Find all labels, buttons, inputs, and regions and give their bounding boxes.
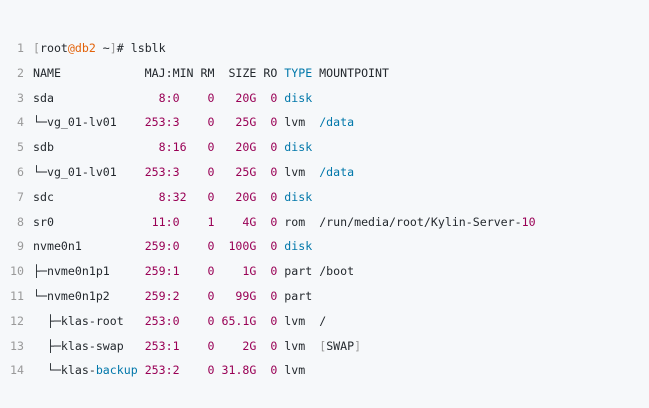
code-token: MOUNTPOINT xyxy=(312,65,389,80)
code-text: sr0 11:0 1 4G 0 rom /run/media/root/Kyli… xyxy=(33,215,536,229)
code-token: /data xyxy=(319,115,355,130)
code-token: ├─klas-root xyxy=(33,313,145,328)
code-line: 6 └─vg_01-lv01 253:3 0 25G 0 lvm /data xyxy=(0,160,649,185)
code-token: disk xyxy=(284,90,313,105)
line-number: 9 xyxy=(17,239,24,254)
code-token: rom /run/media/root/Kylin-Server- xyxy=(277,214,522,229)
code-token: 11:0 1 4G 0 xyxy=(144,214,278,229)
code-line: 14 └─klas-backup 253:2 0 31.8G 0 lvm xyxy=(0,358,649,383)
code-line: 8 sr0 11:0 1 4G 0 rom /run/media/root/Kyl… xyxy=(0,210,649,235)
code-token: lvm xyxy=(277,363,306,378)
code-token: sdb xyxy=(33,140,145,155)
code-token: └─klas- xyxy=(33,363,96,378)
code-token: 8:0 0 20G 0 xyxy=(144,90,278,105)
code-token: └─vg_01-lv01 xyxy=(33,164,145,179)
code-token: └─nvme0n1p2 xyxy=(33,288,145,303)
code-text: └─klas-backup 253:2 0 31.8G 0 lvm xyxy=(33,363,305,377)
code-token: sda xyxy=(33,90,145,105)
code-token: 253:3 0 25G 0 xyxy=(144,164,278,179)
line-number: 1 xyxy=(17,41,24,55)
code-token: lvm / xyxy=(277,313,327,328)
line-number: 10 xyxy=(10,264,24,279)
code-text: ├─klas-root 253:0 0 65.1G 0 lvm / xyxy=(33,314,326,328)
line-number: 14 xyxy=(10,363,24,378)
code-line: 11 └─nvme0n1p2 259:2 0 99G 0 part xyxy=(0,284,649,309)
code-token: disk xyxy=(284,189,313,204)
code-token: 10 xyxy=(521,214,536,229)
line-number: 6 xyxy=(17,164,24,179)
code-text: └─nvme0n1p2 259:2 0 99G 0 part xyxy=(33,289,312,303)
code-token: 259:1 0 1G 0 xyxy=(144,264,278,279)
code-line: 10 ├─nvme0n1p1 259:1 0 1G 0 part /boot xyxy=(0,259,649,284)
code-token: disk xyxy=(284,140,313,155)
code-text: ├─klas-swap 253:1 0 2G 0 lvm [SWAP] xyxy=(33,339,361,353)
code-line: 1 [root@db2 ~]# lsblk xyxy=(0,36,649,61)
code-token: sdc xyxy=(33,189,145,204)
code-text: NAME MAJ:MIN RM SIZE RO TYPE MOUNTPOINT xyxy=(33,66,389,80)
code-text: sdb 8:16 0 20G 0 disk xyxy=(33,140,312,154)
line-number: 2 xyxy=(17,65,24,80)
code-token: 259:2 0 99G 0 xyxy=(144,288,278,303)
code-line: 3 sda 8:0 0 20G 0 disk xyxy=(0,86,649,111)
code-text: nvme0n1 259:0 0 100G 0 disk xyxy=(33,239,312,253)
code-token: lvm xyxy=(277,164,320,179)
code-token xyxy=(138,363,145,377)
code-text: └─vg_01-lv01 253:3 0 25G 0 lvm /data xyxy=(33,165,354,179)
code-line: 7 sdc 8:32 0 20G 0 disk xyxy=(0,185,649,210)
code-token: ├─nvme0n1p1 xyxy=(33,264,145,279)
code-token: nvme0n1 xyxy=(33,239,145,254)
code-token: 253:0 0 65.1G 0 xyxy=(144,313,278,328)
code-line: 5 sdb 8:16 0 20G 0 disk xyxy=(0,135,649,160)
code-token: 253:1 0 2G 0 xyxy=(144,338,278,353)
line-number: 4 xyxy=(17,115,24,130)
code-line: 13 ├─klas-swap 253:1 0 2G 0 lvm [SWAP] xyxy=(0,334,649,359)
code-token: NAME MAJ:MIN RM SIZE RO xyxy=(33,65,285,80)
code-token: [ xyxy=(319,338,327,353)
code-line: 9 nvme0n1 259:0 0 100G 0 disk xyxy=(0,234,649,259)
line-number: 5 xyxy=(17,140,24,155)
code-token: ~ xyxy=(95,41,110,55)
code-token: backup xyxy=(95,363,138,378)
code-text: sda 8:0 0 20G 0 disk xyxy=(33,91,312,105)
code-token: SWAP xyxy=(326,338,355,353)
code-token: ├─klas-swap xyxy=(33,338,145,353)
code-token: 253:3 0 25G 0 xyxy=(144,115,278,130)
line-number: 12 xyxy=(10,313,24,328)
line-number: 8 xyxy=(17,214,24,229)
code-line: 12 ├─klas-root 253:0 0 65.1G 0 lvm / xyxy=(0,309,649,334)
code-token: lvm xyxy=(277,338,320,353)
code-token: # lsblk xyxy=(116,41,166,55)
code-token: 8:16 0 20G 0 xyxy=(144,140,278,155)
code-token: 259:0 0 100G 0 xyxy=(144,239,278,254)
code-line: 2 NAME MAJ:MIN RM SIZE RO TYPE MOUNTPOINT xyxy=(0,61,649,86)
code-token: lvm xyxy=(277,115,320,130)
code-text: ├─nvme0n1p1 259:1 0 1G 0 part /boot xyxy=(33,264,354,278)
code-token: └─vg_01-lv01 xyxy=(33,115,145,130)
code-token: sr0 xyxy=(33,214,145,229)
code-text: [root@db2 ~]# lsblk xyxy=(33,41,166,55)
line-number: 11 xyxy=(10,288,24,303)
code-token: ] xyxy=(109,41,117,55)
code-token: part xyxy=(277,288,313,303)
line-number: 3 xyxy=(17,90,24,105)
code-token: root xyxy=(39,41,68,55)
code-token: @db2 xyxy=(67,41,96,55)
code-token: ] xyxy=(354,338,362,353)
code-token: part /boot xyxy=(277,264,355,279)
code-text: sdc 8:32 0 20G 0 disk xyxy=(33,190,312,204)
code-text: └─vg_01-lv01 253:3 0 25G 0 lvm /data xyxy=(33,115,354,129)
line-number: 7 xyxy=(17,189,24,204)
code-token: /data xyxy=(319,164,355,179)
code-token: TYPE xyxy=(284,65,313,80)
code-token: [ xyxy=(33,41,40,55)
code-token: 253:2 0 31.8G 0 xyxy=(144,363,278,378)
code-line: 4 └─vg_01-lv01 253:3 0 25G 0 lvm /data xyxy=(0,110,649,135)
code-token: disk xyxy=(284,239,313,254)
code-token: 8:32 0 20G 0 xyxy=(144,189,278,204)
line-number: 13 xyxy=(10,338,24,353)
